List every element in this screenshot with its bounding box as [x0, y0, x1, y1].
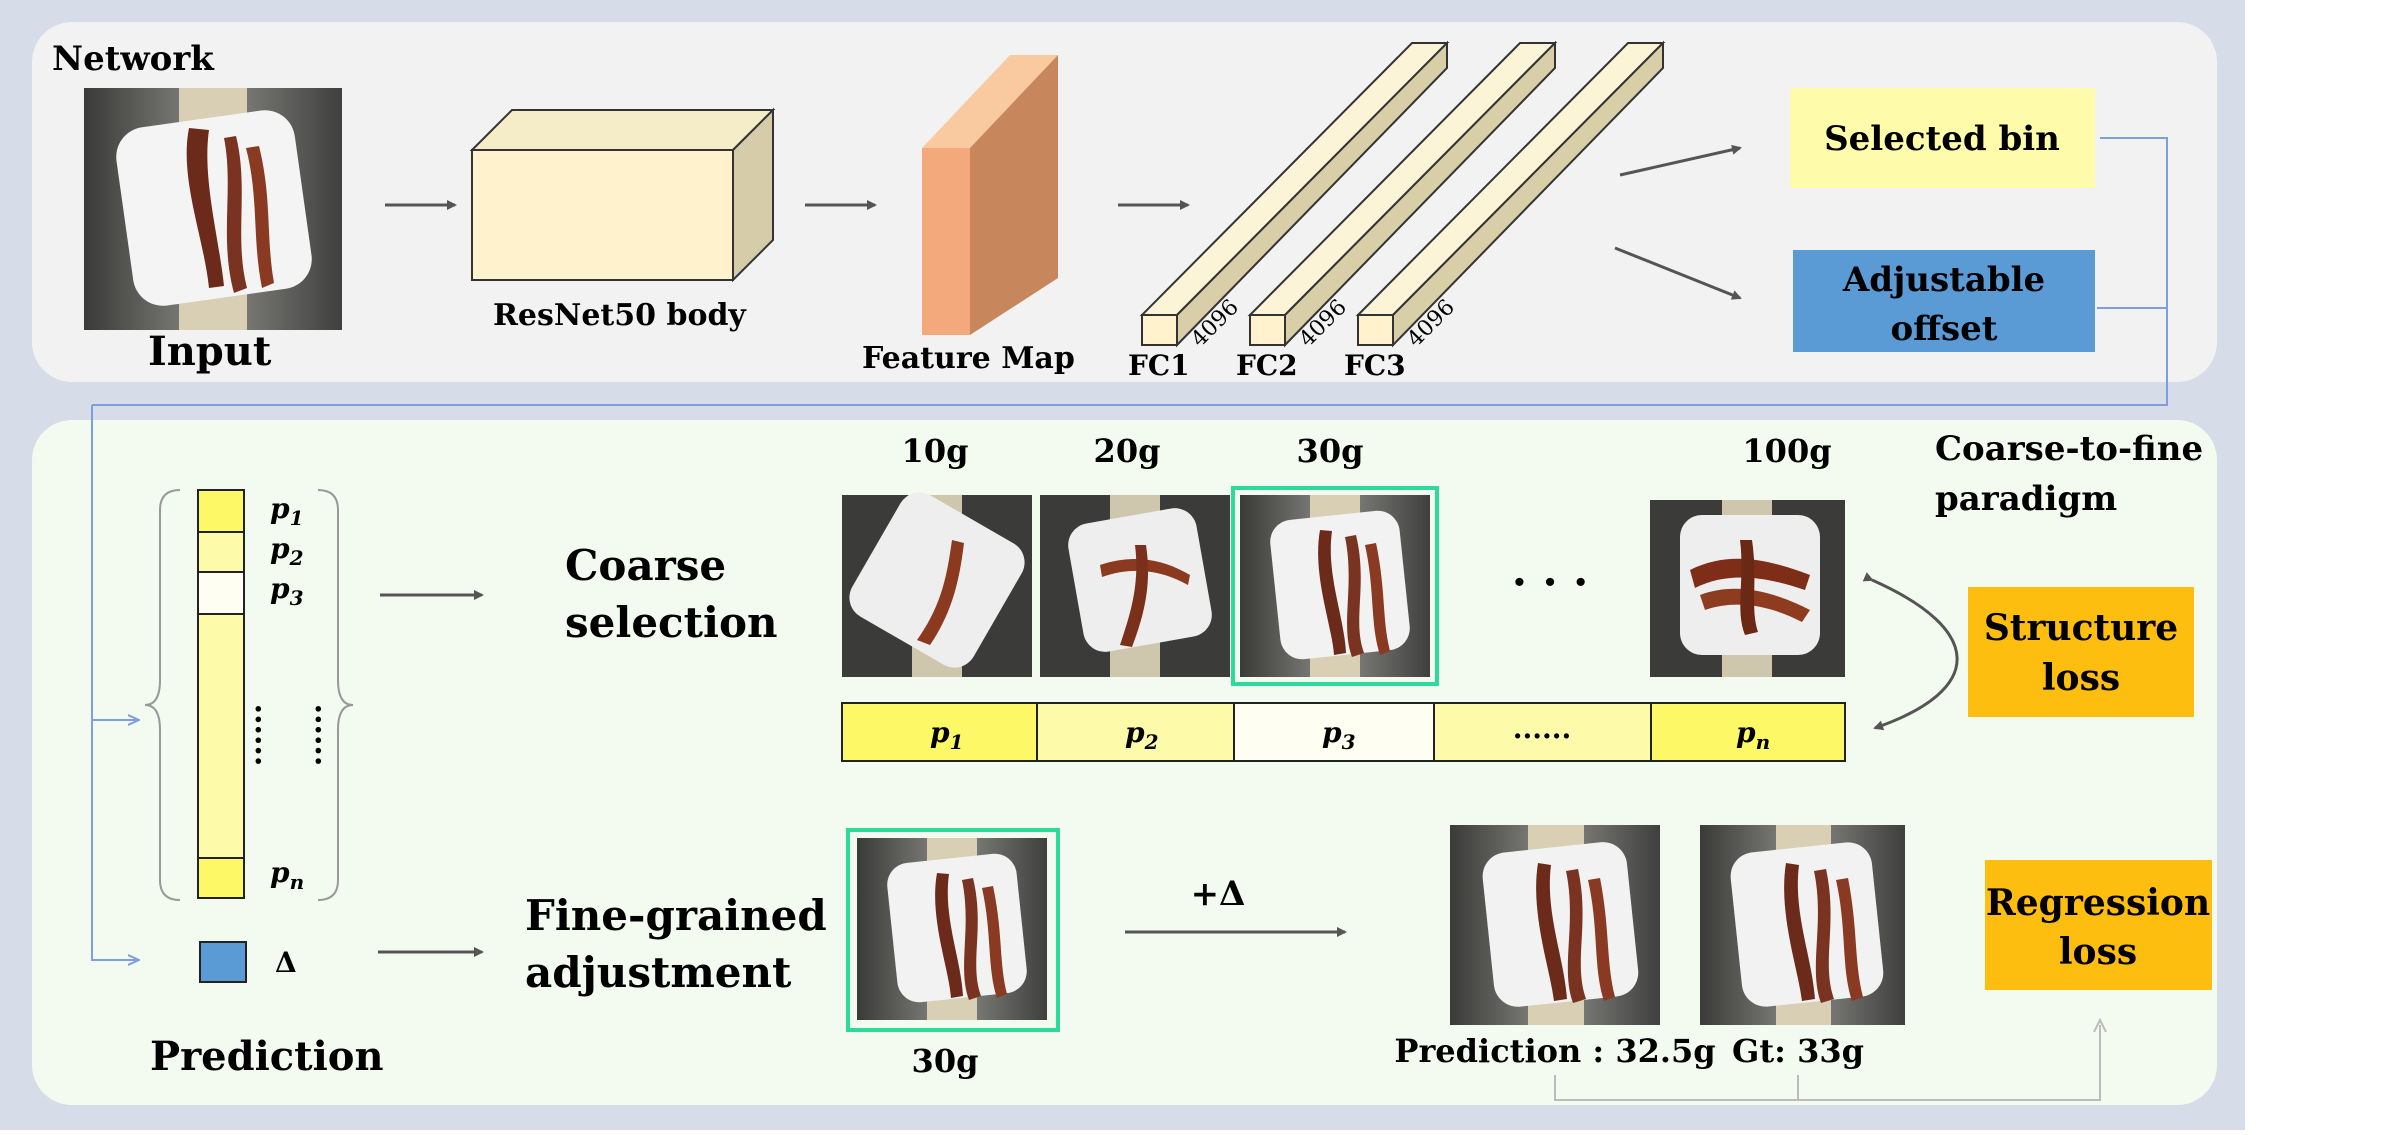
prediction-value: Prediction : 32.5g	[1394, 1032, 1715, 1070]
fine-line1: Fine-grained	[525, 891, 827, 940]
arrow-fc-selected-bin	[1619, 144, 1742, 177]
feature-map-label: Feature Map	[862, 341, 1075, 376]
regression-bracket	[1554, 1025, 2100, 1101]
ellipsis: · · ·	[1512, 557, 1589, 608]
selected-bin-label: Selected bin	[1824, 119, 2060, 159]
photo-30g	[1240, 495, 1430, 677]
paradigm-line2: paradigm	[1935, 479, 2117, 519]
resnet-block	[469, 107, 776, 283]
bin-label-p1: p1	[930, 716, 964, 754]
input-label: Input	[148, 328, 272, 375]
regression-loss-line1: Regression	[1986, 882, 2210, 924]
photo-100g	[1650, 500, 1845, 677]
fc1-label: FC1	[1128, 349, 1190, 382]
coarse-line2: selection	[565, 598, 778, 647]
prob-label-pn: pn	[270, 856, 304, 894]
fc1-block	[1139, 40, 1450, 348]
fc3-label: FC3	[1344, 349, 1406, 382]
structure-curve-arrow	[1862, 572, 1959, 731]
selected-bin-box	[1790, 88, 2095, 188]
photo-prediction	[1450, 825, 1660, 1025]
structure-loss-line2: loss	[2042, 657, 2120, 699]
bin-label-p3: p3	[1322, 716, 1356, 754]
regression-loss-box	[1985, 860, 2212, 990]
network-title: Network	[52, 39, 215, 79]
bin-label-p2: p2	[1125, 716, 1159, 754]
highlight-30g	[1231, 486, 1439, 686]
highlight-fine-30g	[846, 828, 1060, 1032]
weight-label-30g: 30g	[1297, 432, 1364, 470]
prob-column-dots: ......	[248, 704, 283, 767]
connector-left	[91, 405, 138, 960]
adjustable-offset-box	[1793, 250, 2095, 352]
connector-outputs	[92, 137, 2168, 406]
adjustable-offset-line1: Adjustable	[1842, 260, 2045, 300]
photo-fine-30g	[857, 838, 1047, 1020]
bins-bar	[841, 702, 1846, 762]
photo-gt	[1700, 825, 1905, 1025]
structure-loss-line1: Structure	[1984, 607, 2178, 649]
gt-value: Gt: 33g	[1732, 1032, 1864, 1070]
bin-label-pn: pn	[1736, 716, 1770, 754]
fine-line2: adjustment	[525, 948, 792, 997]
paradigm-line1: Coarse-to-fine	[1935, 429, 2203, 469]
prediction-label: Prediction	[150, 1033, 384, 1080]
weight-label-100g: 100g	[1742, 432, 1831, 470]
regression-loss-line2: loss	[2059, 931, 2137, 973]
photo-10g	[842, 492, 1032, 677]
photo-20g	[1040, 495, 1230, 677]
delta-square	[199, 941, 247, 983]
right-brace	[317, 489, 354, 901]
fc3-block	[1355, 40, 1666, 348]
fc2-label: FC2	[1236, 349, 1298, 382]
delta-arrow-label: +Δ	[1191, 874, 1246, 914]
feature-map-block	[922, 55, 1058, 335]
probability-column	[197, 489, 245, 899]
coarse-line1: Coarse	[565, 541, 726, 590]
prob-label-p3: p3	[270, 572, 304, 610]
fine-weight-label: 30g	[912, 1042, 979, 1080]
structure-loss-box	[1968, 587, 2194, 717]
resnet-label: ResNet50 body	[493, 298, 747, 333]
fc2-block	[1247, 40, 1558, 348]
weight-label-20g: 20g	[1094, 432, 1161, 470]
bin-label-dots: ......	[1513, 712, 1572, 745]
prob-right-dots: ......	[308, 704, 343, 767]
prob-label-p2: p2	[270, 532, 304, 570]
prob-label-p1: p1	[270, 492, 304, 530]
left-brace	[144, 489, 181, 901]
arrow-fc-offset	[1614, 246, 1742, 300]
adjustable-offset-line2: offset	[1890, 309, 1997, 349]
input-photo	[84, 88, 342, 330]
weight-label-10g: 10g	[902, 432, 969, 470]
delta-label: Δ	[275, 946, 297, 979]
